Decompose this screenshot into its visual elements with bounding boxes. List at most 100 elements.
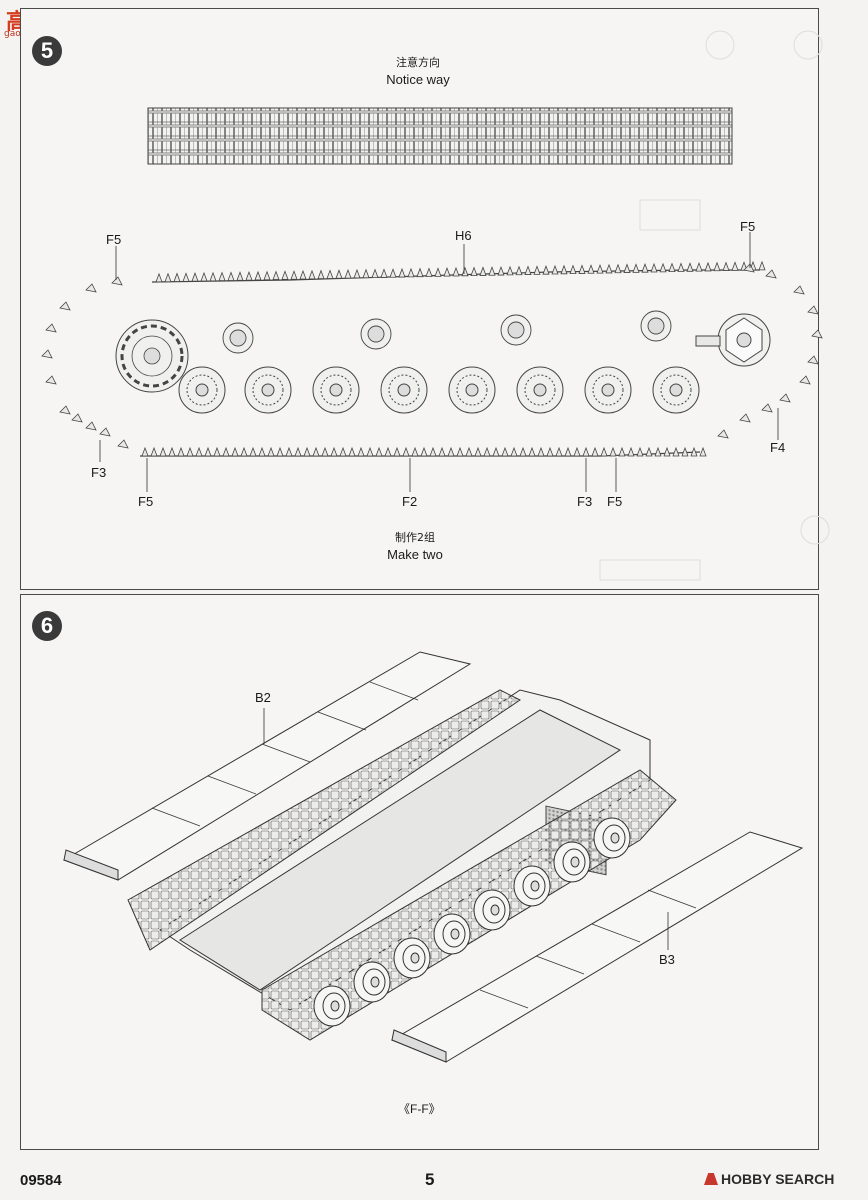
track-tooth (524, 265, 532, 275)
road-wheel (516, 366, 564, 414)
track-tooth (335, 269, 343, 279)
track-tooth (461, 266, 469, 277)
assembled-track-front (261, 769, 677, 1041)
track-tooth (407, 267, 415, 278)
track-bottom-run (140, 446, 707, 457)
fender-b3 (390, 831, 804, 1063)
track-tooth (645, 446, 653, 457)
track-tooth (587, 264, 595, 274)
track-tooth (258, 446, 266, 457)
fender-b2 (62, 651, 472, 881)
track-tooth (267, 446, 275, 457)
track-tooth (533, 265, 541, 275)
track-tooth (312, 446, 320, 457)
part-label-f5: F5 (106, 232, 122, 247)
track-tooth (272, 270, 280, 280)
page-number: 5 (425, 1170, 435, 1189)
track-tooth (551, 264, 559, 275)
track-tooth (195, 446, 203, 457)
road-wheel (353, 961, 391, 1003)
track-tooth (177, 446, 185, 457)
part-label-b3: B3 (659, 952, 675, 967)
track-tooth (209, 271, 217, 282)
brand-footer: HOBBY SEARCH (704, 1171, 834, 1187)
track-tooth (528, 446, 536, 457)
track-tooth (254, 270, 262, 281)
assembled-track-rear (127, 689, 521, 951)
track-right-end-links (717, 263, 823, 439)
track-tooth (483, 446, 491, 457)
track-tooth (510, 446, 518, 457)
track-tooth (168, 446, 176, 457)
step-number-badge: 6 (32, 611, 62, 641)
leader-lines-step5 (99, 232, 779, 492)
track-tooth (632, 263, 640, 273)
track-tooth (564, 446, 572, 457)
track-tooth (321, 446, 329, 457)
track-tooth (285, 446, 293, 457)
notice-cn: 注意方向 (396, 56, 440, 69)
road-wheel (652, 366, 700, 414)
part-label-f5: F5 (740, 219, 756, 234)
part-label-f3: F3 (577, 494, 593, 509)
track-tooth (488, 266, 496, 276)
track-tooth (398, 267, 406, 278)
track-tooth (578, 264, 586, 274)
track-tooth (380, 268, 388, 278)
drive-sprocket (115, 319, 189, 393)
track-tooth (438, 446, 446, 457)
part-label-h6: H6 (455, 228, 472, 243)
part-label-f2: F2 (402, 494, 418, 509)
track-tooth (681, 446, 689, 457)
return-rollers (222, 310, 672, 354)
track-tooth (605, 263, 613, 274)
track-tooth (173, 272, 181, 282)
brand-name: HOBBY SEARCH (721, 1171, 835, 1187)
make-two-caption: 制作2组 Make two (340, 529, 490, 563)
notice-way-caption: 注意方向 Notice way (348, 54, 488, 88)
track-tooth (758, 260, 766, 271)
track-tooth (636, 446, 644, 457)
track-tooth (303, 446, 311, 457)
track-tooth (353, 268, 361, 279)
track-tooth (654, 446, 662, 457)
track-tooth (515, 265, 523, 276)
track-tooth (393, 446, 401, 457)
track-tooth (722, 261, 730, 271)
track-tooth (501, 446, 509, 457)
track-tooth (213, 446, 221, 457)
track-tooth (506, 265, 514, 276)
road-wheel (513, 865, 551, 907)
track-tooth (591, 446, 599, 457)
track-tooth (366, 446, 374, 457)
track-tooth (456, 446, 464, 457)
hobby-search-logo-icon (704, 1173, 718, 1185)
track-tooth (582, 446, 590, 457)
step-number-badge: 5 (32, 36, 62, 66)
track-tooth (204, 446, 212, 457)
road-wheel (393, 937, 431, 979)
track-tooth (434, 267, 442, 277)
part-label-f3: F3 (91, 465, 107, 480)
track-tooth (281, 270, 289, 280)
track-tooth (677, 262, 685, 272)
track-tooth (672, 446, 680, 457)
track-tooth (326, 269, 334, 279)
track-tooth (222, 446, 230, 457)
notice-en: Notice way (386, 72, 450, 87)
track-tooth (650, 262, 658, 273)
track-tooth (416, 267, 424, 278)
track-tooth (497, 265, 505, 276)
track-tooth (573, 446, 581, 457)
track-tooth (600, 446, 608, 457)
track-tooth (357, 446, 365, 457)
track-tooth (308, 269, 316, 280)
track-tooth (663, 446, 671, 457)
track-tooth (443, 267, 451, 277)
road-wheel (473, 889, 511, 931)
track-tooth (182, 272, 190, 282)
road-wheels (178, 366, 700, 414)
part-label-b2: B2 (255, 690, 271, 705)
track-tooth (240, 446, 248, 457)
